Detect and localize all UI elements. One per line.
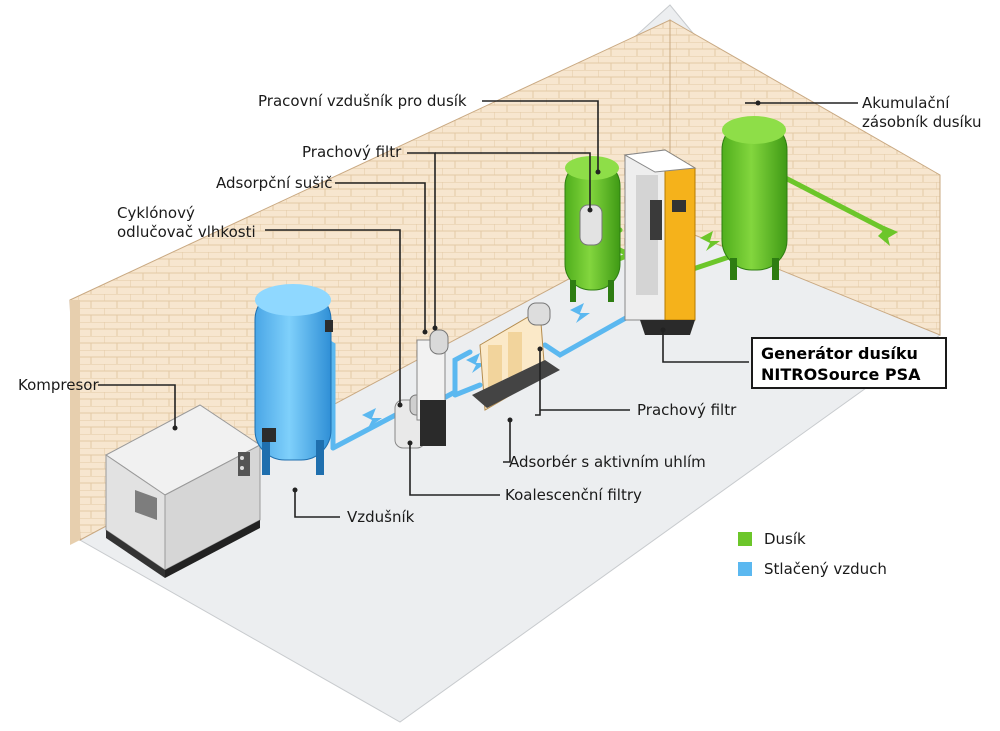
label-adsorpcni-susic: Adsorpční sušič: [216, 174, 333, 192]
legend-label-compressed-air: Stlačený vzduch: [764, 560, 887, 578]
nitrogen-storage-tank: [721, 116, 788, 280]
legend-swatch-compressed-air: [738, 562, 752, 576]
air-flow-arrows: [362, 303, 590, 428]
label-pracovni-vzdusnik: Pracovní vzdušník pro dusík: [258, 92, 467, 110]
label-prachovy-filtr-right: Prachový filtr: [637, 401, 737, 419]
nitrogen-working-tank: [564, 156, 621, 302]
label-adsorber: Adsorbér s aktivním uhlím: [509, 453, 706, 471]
generator-label-box: Generátor dusíku NITROSource PSA: [751, 337, 947, 389]
legend-item-nitrogen: Dusík: [738, 528, 887, 550]
carbon-adsorber: [472, 302, 560, 411]
nitrogen-flow-arrows: [700, 226, 898, 251]
generator-title: Generátor dusíku: [761, 344, 918, 363]
generator-model: NITROSource PSA: [761, 365, 921, 384]
label-kompresor: Kompresor: [18, 376, 99, 394]
label-akumulacni-zasobnik: Akumulační zásobník dusíku: [862, 94, 982, 131]
label-cyklonovy-odlucovac: Cyklónový odlučovač vlhkosti: [117, 204, 256, 241]
psa-generator-unit: [623, 149, 697, 335]
air-receiver-tank: [254, 284, 333, 475]
leader-dots: [172, 100, 761, 493]
legend-item-compressed-air: Stlačený vzduch: [738, 558, 887, 580]
filter-train: [394, 329, 449, 449]
legend: Dusík Stlačený vzduch: [738, 528, 887, 588]
label-vzdusnik: Vzdušník: [347, 508, 415, 526]
label-prachovy-filtr-top: Prachový filtr: [302, 143, 402, 161]
leader-lines: [98, 100, 858, 518]
label-koalescencni-filtry: Koalescenční filtry: [505, 486, 642, 504]
legend-label-nitrogen: Dusík: [764, 530, 806, 548]
legend-swatch-nitrogen: [738, 532, 752, 546]
